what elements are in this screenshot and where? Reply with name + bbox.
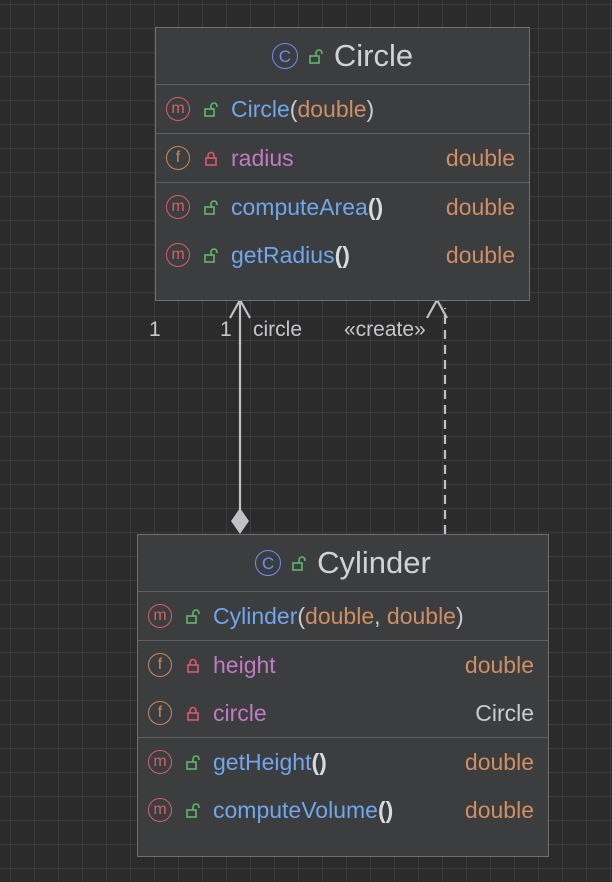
method-icon: m [166, 97, 190, 121]
close-paren: ) [455, 602, 464, 629]
public-icon [186, 609, 200, 624]
source-multiplicity: 1 [149, 318, 161, 341]
method-row[interactable]: m getRadius() double [156, 231, 529, 279]
public-icon [309, 49, 323, 64]
private-lock-icon [187, 658, 199, 673]
field-type: double [445, 144, 515, 171]
param-type: double [386, 602, 456, 629]
field-row[interactable]: f radius double [156, 134, 529, 182]
private-lock-icon [205, 151, 217, 166]
class-icon: C [255, 550, 282, 576]
class-header-circle: C Circle [156, 28, 529, 85]
methods-section: m computeArea() double m getRadius() dou… [156, 183, 529, 279]
composition-diamond [231, 508, 249, 534]
open-paren: ( [297, 602, 306, 629]
method-icon: m [166, 243, 190, 267]
class-circle[interactable]: C Circle m Circle(double) f radius doubl… [155, 27, 530, 301]
method-name: getRadius [231, 241, 335, 268]
field-name: radius [231, 144, 294, 171]
class-icon: C [271, 43, 298, 69]
constructor-section: m Circle(double) [156, 85, 529, 134]
public-icon [186, 803, 200, 818]
field-icon: f [148, 701, 172, 725]
field-name: circle [213, 699, 267, 726]
method-name: getHeight [213, 748, 312, 775]
constructor-row[interactable]: m Circle(double) [156, 85, 529, 133]
method-icon: m [148, 750, 172, 774]
constructor-name: Circle [231, 95, 290, 122]
role-label: circle [253, 318, 303, 341]
constructor-section: m Cylinder(double, double) [138, 592, 548, 641]
field-row[interactable]: f circle Circle [138, 689, 548, 737]
return-type: double [464, 796, 534, 823]
method-parens: () [311, 748, 327, 775]
method-parens: () [334, 241, 350, 268]
param-type: double [297, 95, 367, 122]
return-type: double [464, 748, 534, 775]
method-icon: m [148, 798, 172, 822]
param-separator: , [374, 602, 387, 629]
public-icon [204, 102, 218, 117]
open-paren: ( [289, 95, 298, 122]
class-name: Cylinder [317, 545, 431, 580]
field-type: double [464, 651, 534, 678]
private-lock-icon [187, 706, 199, 721]
class-name: Circle [333, 38, 414, 73]
public-icon [204, 248, 218, 263]
constructor-row[interactable]: m Cylinder(double, double) [138, 592, 548, 640]
public-icon [204, 200, 218, 215]
close-paren: ) [366, 95, 375, 122]
field-icon: f [148, 653, 172, 677]
method-row[interactable]: m getHeight() double [138, 738, 548, 786]
method-row[interactable]: m computeVolume() double [138, 786, 548, 834]
field-type: Circle [475, 699, 534, 726]
method-name: computeVolume [213, 796, 378, 823]
method-name: computeArea [231, 193, 368, 220]
methods-section: m getHeight() double m computeVolume() d… [138, 738, 548, 834]
return-type: double [445, 241, 515, 268]
field-row[interactable]: f height double [138, 641, 548, 689]
fields-section: f radius double [156, 134, 529, 183]
param-type: double [305, 602, 375, 629]
class-header-cylinder: C Cylinder [138, 535, 548, 592]
fields-section: f height double f circle Circle [138, 641, 548, 738]
field-name: height [213, 651, 276, 678]
target-multiplicity: 1 [220, 318, 232, 341]
class-cylinder[interactable]: C Cylinder m Cylinder(double, double) f … [137, 534, 549, 857]
public-icon [186, 755, 200, 770]
method-parens: () [367, 193, 384, 220]
public-icon [292, 556, 306, 571]
field-icon: f [166, 146, 190, 170]
method-icon: m [148, 604, 172, 628]
method-icon: m [166, 195, 190, 219]
constructor-name: Cylinder [213, 602, 298, 629]
stereotype-label: «create» [344, 318, 426, 341]
method-row[interactable]: m computeArea() double [156, 183, 529, 231]
return-type: double [445, 193, 515, 220]
method-parens: () [377, 796, 394, 823]
